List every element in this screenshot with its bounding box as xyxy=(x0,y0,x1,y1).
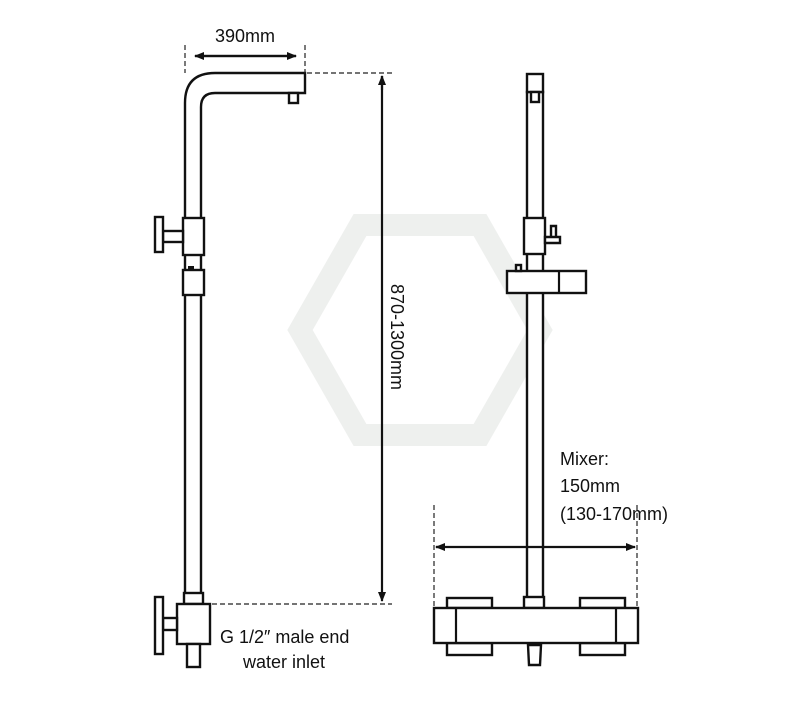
inlet-stem xyxy=(161,616,179,632)
holder-nub xyxy=(514,263,523,273)
inlet-outlet xyxy=(185,642,202,669)
mixer-knob-top-right xyxy=(578,596,627,610)
inlet-label-line2: water inlet xyxy=(242,652,325,672)
front-view: Mixer: 150mm (130-170mm) xyxy=(432,72,668,667)
arm-nozzle xyxy=(287,91,300,105)
diverter-lever xyxy=(543,224,562,245)
mixer-collar xyxy=(522,595,546,610)
collar-notch xyxy=(188,266,194,270)
mixer-knob-top-left xyxy=(445,596,494,610)
mixer-outlet xyxy=(526,643,543,667)
diverter-block xyxy=(181,216,206,257)
mixer-knob-bottom-left xyxy=(445,641,494,657)
width-label: 390mm xyxy=(215,26,275,46)
shower-arm xyxy=(183,71,307,602)
diverter-block-front xyxy=(522,216,547,256)
diverter-handle xyxy=(153,215,165,254)
mixer-knob-bottom-right xyxy=(578,641,627,657)
inlet-block xyxy=(175,602,212,646)
top-nozzle xyxy=(529,90,541,104)
mixer-size: 150mm xyxy=(560,476,620,496)
mixer-range: (130-170mm) xyxy=(560,504,668,524)
inlet-collar xyxy=(182,591,205,606)
watermark-logo xyxy=(287,214,553,446)
inlet-label-line1: G 1/2″ male end xyxy=(220,627,349,647)
diverter-stem xyxy=(161,229,185,244)
inlet-handle xyxy=(153,595,165,656)
height-adjust-collar xyxy=(181,268,206,297)
left-side-view: 390mm 870-1300mm G 1/2″ male end water i… xyxy=(153,26,407,672)
top-cap xyxy=(525,72,545,94)
sliding-holder xyxy=(505,269,588,295)
mixer-body xyxy=(432,606,640,645)
riser-pipe xyxy=(525,90,545,600)
height-label: 870-1300mm xyxy=(387,284,407,390)
mixer-label: Mixer: xyxy=(560,449,609,469)
